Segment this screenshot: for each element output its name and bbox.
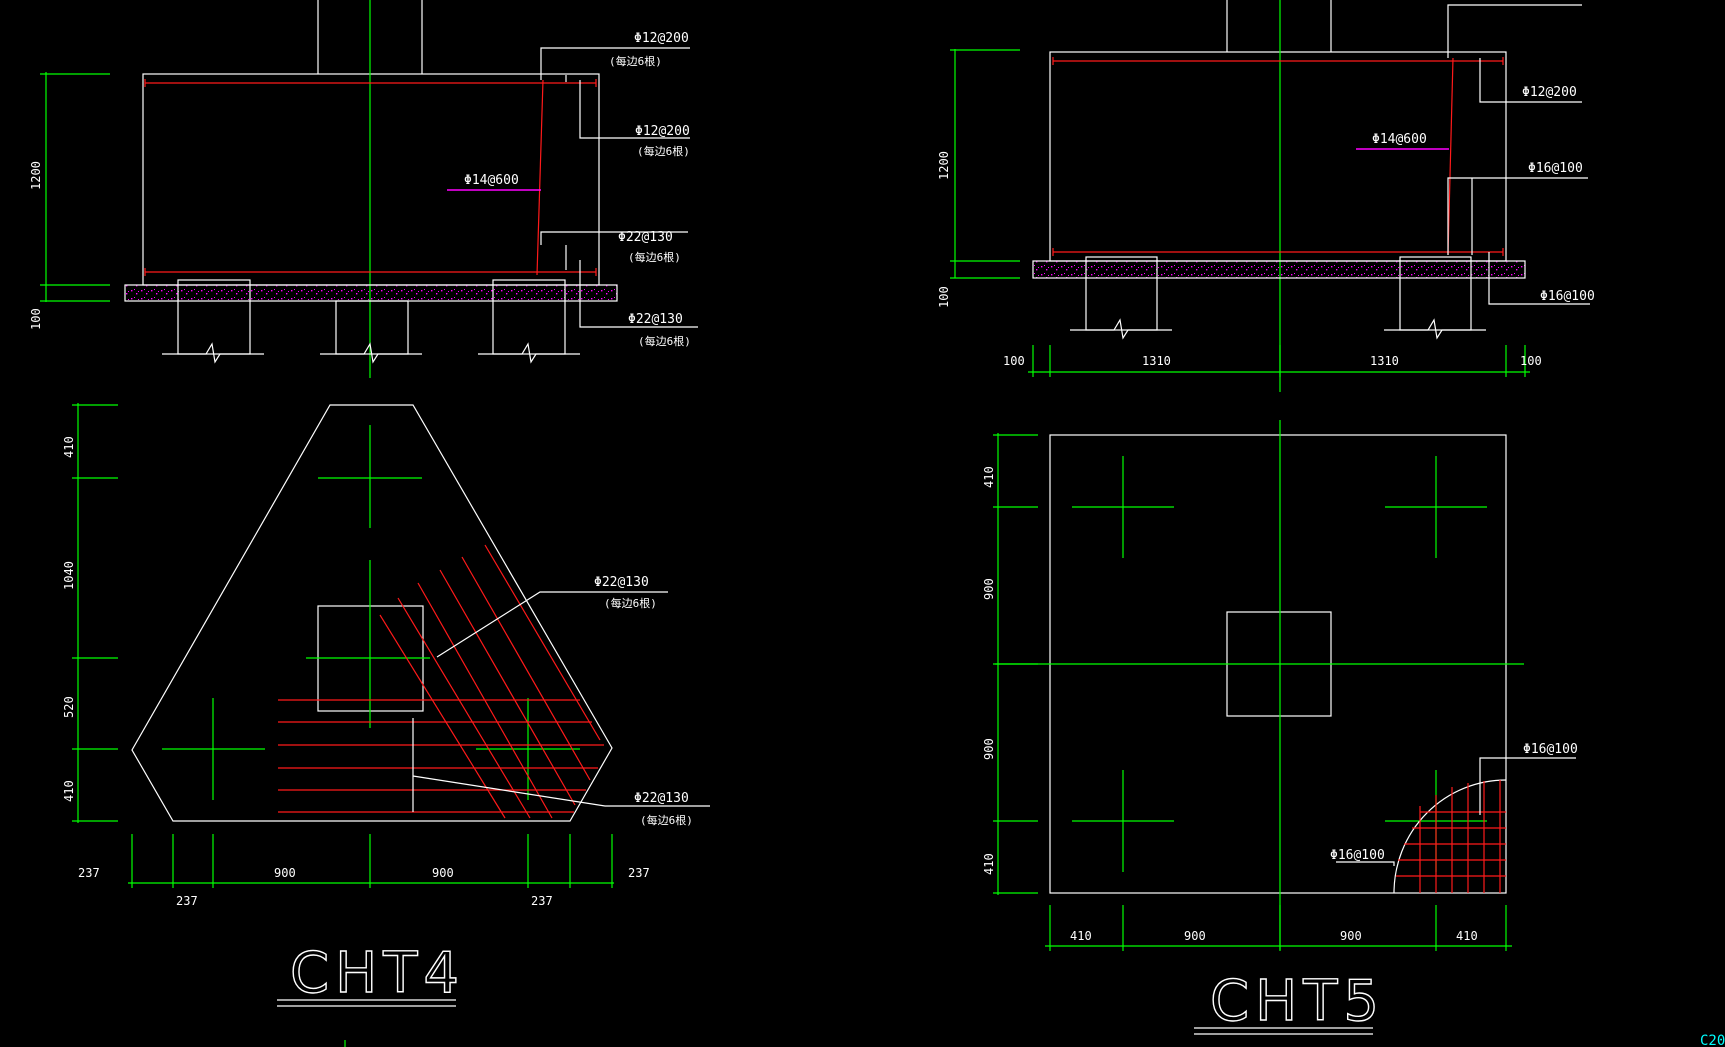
cht4-sec-rebar-4-note: (每边6根)	[628, 250, 681, 264]
cht5-section-dim-cushion: 100	[937, 286, 951, 308]
cht4-section: 1200 100 Φ12@200 (每边6根) Φ12@200 (每边6根) Φ…	[29, 0, 698, 378]
cht4-sec-rebar-1: Φ12@200	[634, 31, 689, 46]
cht5-section-dim-height: 1200	[937, 151, 951, 180]
cht4-sec-rebar-5: Φ22@130	[628, 312, 683, 327]
cht4-plan-rebar-1: Φ22@130	[594, 575, 649, 590]
cht5-plan-hdim-4: 410	[1456, 929, 1478, 943]
edge-text: C20	[1700, 1033, 1725, 1047]
cht5-plan-vdim-1: 410	[982, 466, 996, 488]
cht4-sec-rebar-5-note: (每边6根)	[638, 334, 691, 348]
cht4-sec-rebar-2: Φ12@200	[635, 124, 690, 139]
cht5-sec-rebar-4: Φ16@100	[1540, 289, 1595, 304]
cht5-cushion	[1032, 260, 1526, 279]
cht4-plan-rebar-1-note: (每边6根)	[604, 596, 657, 610]
cht5-sec-bdim-1: 100	[1003, 354, 1025, 368]
cht4-plan-vdim-1: 410	[62, 436, 76, 458]
cht4-title: CHT4	[290, 941, 465, 1006]
cht4-plan-rebar-2-note: (每边6根)	[640, 813, 693, 827]
cht4-plan-hdim-1: 237	[78, 866, 100, 880]
cht5-plan-hdim-1: 410	[1070, 929, 1092, 943]
cht5-sec-rebar-1: Φ12@200	[1522, 85, 1577, 100]
cht5-sec-bdim-3: 1310	[1370, 354, 1399, 368]
cht4-plan-hdim-3: 900	[432, 866, 454, 880]
cht4-plan-vdim-2: 1040	[62, 561, 76, 590]
cht5-plan-rebar-1: Φ16@100	[1523, 742, 1578, 757]
cht5-sec-bdim-4: 100	[1520, 354, 1542, 368]
cht4-sec-rebar-3: Φ14@600	[464, 173, 519, 188]
cht5-plan-vdim-3: 900	[982, 738, 996, 760]
cht5-section: 1200 100 Φ12@200 Φ14@600 Φ16@100 Φ16@100…	[937, 0, 1595, 392]
cht4-sec-rebar-4: Φ22@130	[618, 230, 673, 245]
cht4-plan-hdim-4: 237	[628, 866, 650, 880]
cht4-sec-rebar-1-note: (每边6根)	[609, 54, 662, 68]
cht5-plan-hdim-2: 900	[1184, 929, 1206, 943]
cht5-cap-outline	[1049, 51, 1507, 262]
cht4-plan-vdim-3: 520	[62, 696, 76, 718]
cht4-section-dim-height: 1200	[29, 161, 43, 190]
cht5-plan-hdim-3: 900	[1340, 929, 1362, 943]
cht4-rebar-horizontal	[278, 699, 604, 813]
cht4-cushion	[124, 284, 618, 302]
cht5-plan-vdim-4: 410	[982, 853, 996, 875]
cht5-plan-vdim-2: 900	[982, 578, 996, 600]
cht4-plan-hdim-6: 237	[531, 894, 553, 908]
cht4-plan-vdim-4: 410	[62, 780, 76, 802]
cht5-sec-bdim-2: 1310	[1142, 354, 1171, 368]
cht4-cap-plan-outline	[131, 404, 613, 822]
cht5-sec-rebar-2: Φ14@600	[1372, 132, 1427, 147]
cht4-plan-hdim-2: 900	[274, 866, 296, 880]
cht5-rebar-detail-arc	[1393, 779, 1507, 894]
cht5-plan: Φ16@100 Φ16@100 410 900 900 410 410 900 …	[982, 420, 1578, 1035]
cht4-plan-rebar-2: Φ22@130	[634, 791, 689, 806]
cht4-rebar-diagonal	[379, 544, 601, 819]
cht5-sec-rebar-3: Φ16@100	[1528, 161, 1583, 176]
cht4-plan-hdim-5: 237	[176, 894, 198, 908]
cht5-plan-rebar-2: Φ16@100	[1330, 848, 1385, 863]
cht4-cap-outline	[142, 73, 600, 286]
cht4-sec-rebar-2-note: (每边6根)	[637, 144, 690, 158]
cht4-section-dim-cushion: 100	[29, 308, 43, 330]
cht4-plan: Φ22@130 (每边6根) Φ22@130 (每边6根) 410 1040 5…	[62, 403, 710, 1047]
cht5-title: CHT5	[1210, 969, 1385, 1034]
cht5-rebar-grid	[1396, 780, 1506, 893]
